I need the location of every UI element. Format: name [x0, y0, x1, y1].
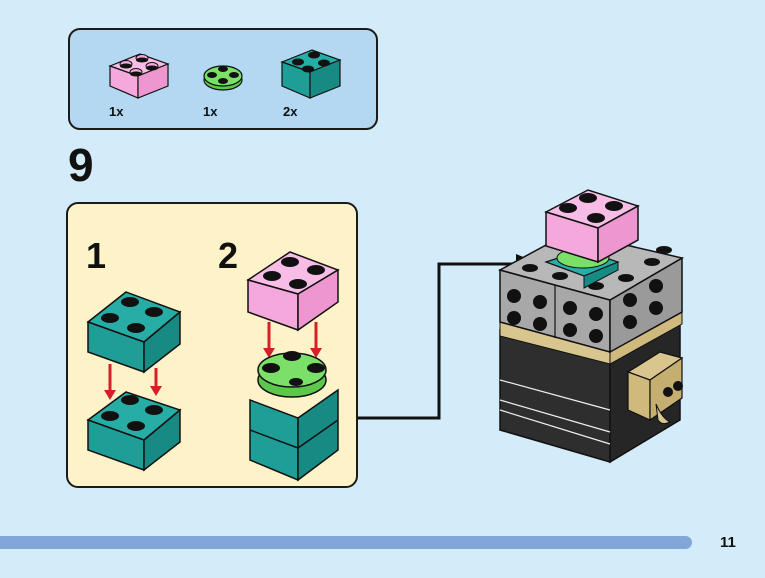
- page-number: 11: [720, 534, 736, 551]
- step-number: 9: [68, 139, 94, 191]
- substep-2-teal-brick-stack: [249, 388, 339, 482]
- pink-brick-icon: [108, 53, 170, 99]
- substep-1-lower-teal-brick: [86, 391, 182, 472]
- callout-connector-line: [358, 262, 520, 420]
- teal-brick-icon: [280, 49, 342, 99]
- substep-1-upper-teal-brick: [86, 291, 182, 374]
- footer-progress-bar: [0, 536, 692, 549]
- part-teal-brick: [280, 42, 342, 100]
- part-teal-quantity: 2x: [283, 104, 298, 119]
- substep-illustrations: [86, 251, 340, 482]
- callout-arrowhead-icon: [516, 254, 540, 274]
- part-green-quantity: 1x: [203, 104, 218, 119]
- part-green-round-plate: [202, 60, 244, 94]
- substep-1-label: 1: [86, 235, 107, 276]
- substep-box: 1 2: [66, 202, 358, 488]
- substep-2-arrows: [263, 322, 322, 358]
- substep-2-pink-brick: [246, 251, 340, 332]
- part-pink-brick: [108, 44, 170, 100]
- substep-1-arrows: [104, 364, 162, 400]
- substep-2-label: 2: [218, 235, 239, 276]
- assembled-model: [498, 189, 685, 464]
- green-round-plate-icon: [203, 65, 243, 91]
- part-pink-quantity: 1x: [109, 104, 124, 119]
- substep-2-green-round-plate: [257, 351, 327, 398]
- parts-list-box: 1x 1x 2x: [68, 28, 378, 130]
